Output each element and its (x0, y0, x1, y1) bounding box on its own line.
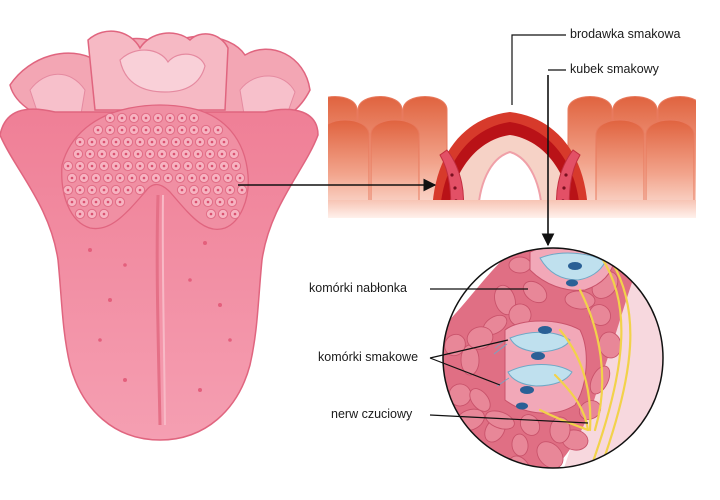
taste-cells-upper (529, 248, 616, 291)
epithelial-cell (511, 433, 529, 457)
leader-lines (238, 34, 589, 424)
epithelial-cell (522, 280, 548, 304)
epithelial-cell (589, 365, 611, 395)
label-epithelial-cells: komórki nabłonka (309, 281, 407, 295)
epithelial-cell (536, 441, 564, 468)
epithelial-cell (508, 256, 532, 274)
leader-taste-papilla (511, 34, 566, 105)
epithelial-cell (549, 416, 571, 444)
taste-cells-middle (504, 320, 587, 414)
epithelial-cell (466, 326, 494, 350)
magnified-taste-bud (442, 247, 664, 469)
leader-taste-cells-2 (429, 357, 501, 386)
epithelial-cell (469, 388, 491, 412)
label-taste-cells: komórki smakowe (318, 350, 419, 364)
label-taste-bud: kubek smakowy (570, 62, 659, 76)
taste-papilla-cross-section (328, 80, 696, 218)
epithelial-cell (447, 439, 473, 461)
leader-sensory-nerve (429, 414, 589, 424)
leader-taste-cells-1 (429, 339, 509, 359)
label-sensory-nerve: nerw czuciowy (331, 407, 413, 421)
epithelial-cell (485, 410, 515, 430)
tongue-illustration (0, 30, 319, 441)
label-taste-papilla: brodawka smakowa (570, 27, 681, 41)
